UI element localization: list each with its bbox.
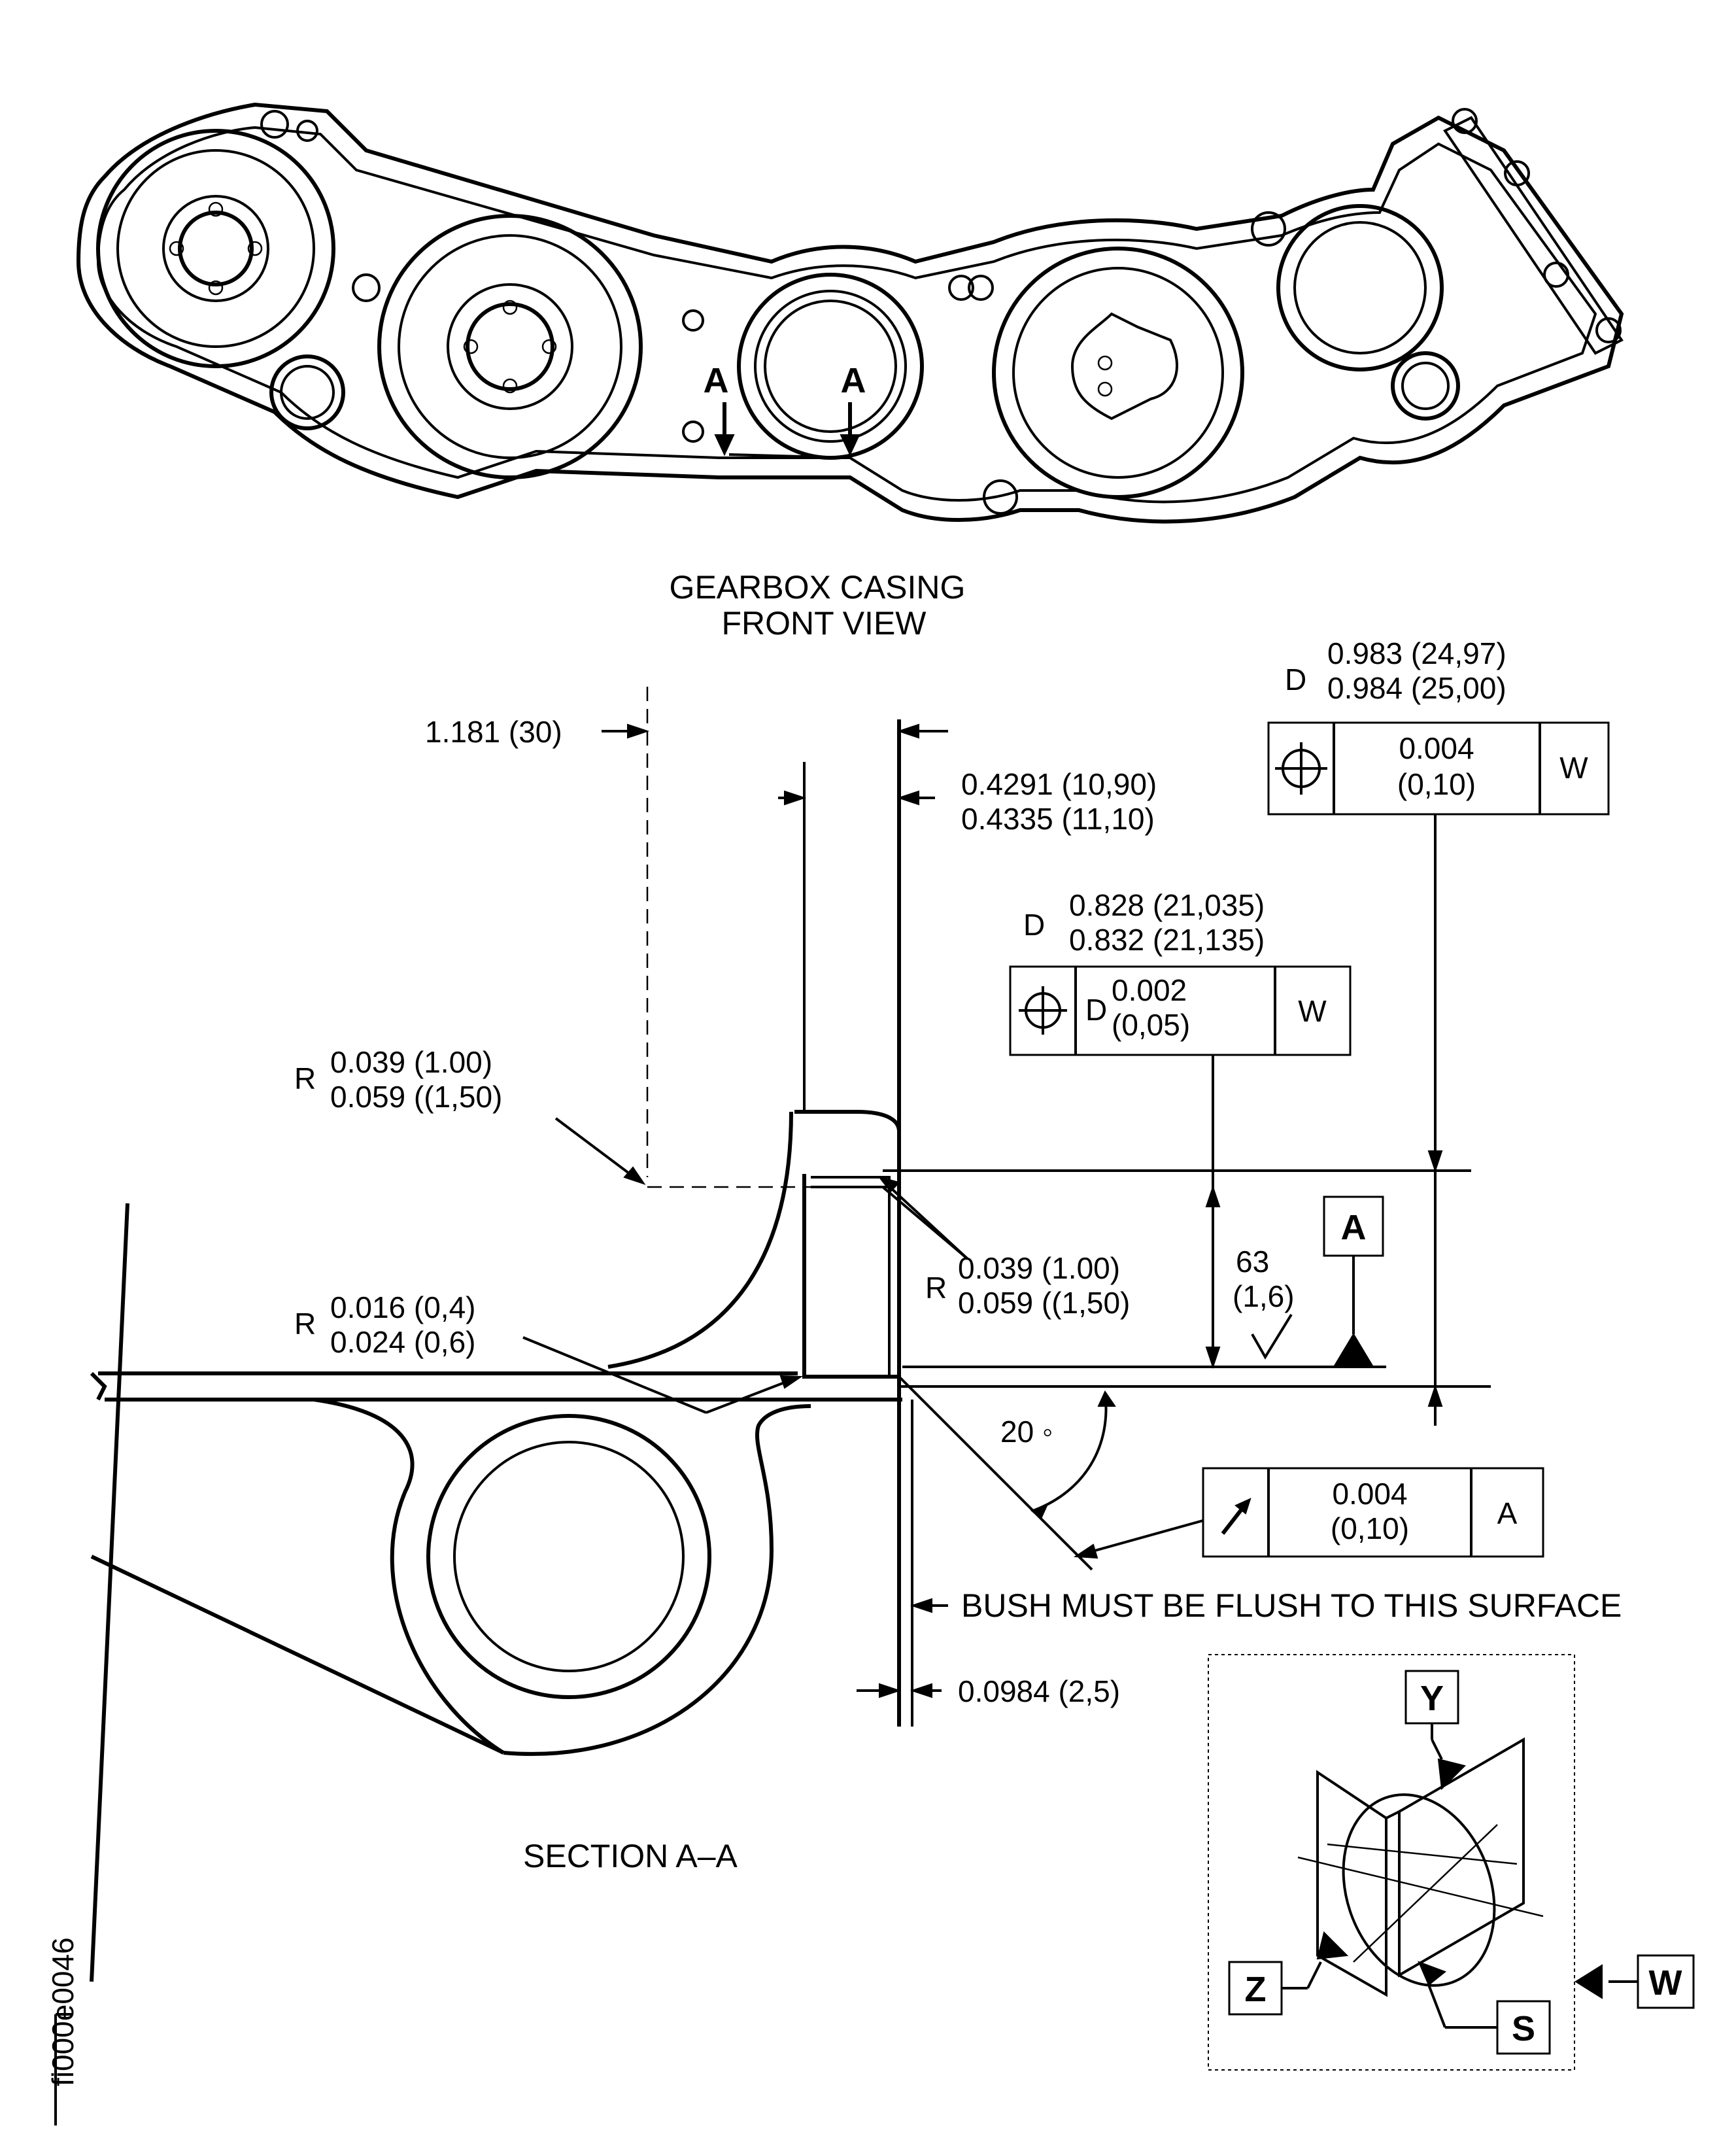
svg-text:1.181 (30): 1.181 (30) [425,715,562,749]
svg-text:0.4291 (10,90): 0.4291 (10,90) [961,767,1157,801]
section-title: SECTION A–A [523,1838,738,1874]
dimension-recess: 0.0984 (2,5) [857,1674,1120,1708]
svg-text:fi000e0046: fi000e0046 [46,1937,80,2086]
svg-text:0.059 ((1,50): 0.059 ((1,50) [330,1080,502,1114]
radius-callout-1: R 0.039 (1.00) 0.059 ((1,50) [294,1045,646,1185]
section-marker-left: A [704,361,735,456]
fcf-runout: 0.004 (0,10) A [1073,1467,1544,1559]
svg-text:W: W [1298,994,1327,1028]
dimension-bush-length: 0.4291 (10,90) 0.4335 (11,10) [778,767,1157,836]
outer-bore-callout: D 0.983 (24,97) 0.984 (25,00) [1285,636,1506,705]
svg-text:0.002: 0.002 [1112,973,1187,1007]
svg-text:0.984 (25,00): 0.984 (25,00) [1327,671,1506,705]
figure-id: fi000e0046 [46,1937,80,2125]
svg-text:A: A [1497,1496,1518,1530]
svg-text:D: D [1285,663,1306,697]
svg-text:0.016 (0,4): 0.016 (0,4) [330,1290,475,1324]
svg-text:S: S [1512,2009,1535,2048]
svg-text:(1,6): (1,6) [1233,1279,1295,1313]
svg-text:(0,10): (0,10) [1331,1511,1409,1545]
roughness-check-icon [1251,1313,1293,1360]
front-view-title: GEARBOX CASING FRONT VIEW [670,569,966,642]
svg-text:D: D [1085,993,1107,1027]
svg-text:(0,10): (0,10) [1397,767,1476,801]
angle-label: 20 ◦ [1000,1415,1053,1449]
inner-bore-callout: D 0.828 (21,035) 0.832 (21,135) [1023,888,1265,957]
svg-text:FRONT VIEW: FRONT VIEW [722,605,927,642]
svg-text:0.004: 0.004 [1332,1477,1407,1511]
surface-roughness: 63 (1,6) [1233,1245,1295,1360]
svg-text:R: R [294,1061,316,1095]
svg-text:0.0984 (2,5): 0.0984 (2,5) [958,1674,1120,1708]
datum-reference-diagram: Y Z S W [1208,1654,1695,2071]
datum-a-feature: A [1323,1196,1384,1368]
gearbox-front-view: A A [76,102,1624,524]
svg-text:A: A [841,361,866,400]
svg-text:D: D [1023,908,1045,942]
svg-text:(0,05): (0,05) [1112,1008,1190,1042]
section-a-a-view [90,687,1491,1982]
flush-note: BUSH MUST BE FLUSH TO THIS SURFACE [910,1587,1622,1624]
svg-text:A: A [1341,1208,1367,1247]
svg-text:0.039 (1.00): 0.039 (1.00) [958,1251,1120,1285]
svg-text:0.039 (1.00): 0.039 (1.00) [330,1045,492,1079]
svg-text:A: A [704,361,729,400]
svg-text:0.004: 0.004 [1399,731,1474,765]
svg-text:0.059 ((1,50): 0.059 ((1,50) [958,1286,1130,1320]
casing-outline [76,102,1624,524]
fcf-position-inner: D 0.002 (0,05) W [1009,965,1352,1369]
radius-callout-3: R 0.016 (0,4) 0.024 (0,6) [294,1290,804,1414]
svg-text:0.832 (21,135): 0.832 (21,135) [1069,923,1265,957]
svg-text:W: W [1559,751,1588,785]
svg-text:0.828 (21,035): 0.828 (21,035) [1069,888,1265,922]
svg-text:BUSH MUST BE FLUSH TO THIS SU: BUSH MUST BE FLUSH TO THIS SURFACE [961,1587,1622,1624]
svg-text:63: 63 [1236,1245,1269,1279]
svg-text:R: R [294,1307,316,1341]
dimension-width: 1.181 (30) [425,715,948,749]
svg-text:GEARBOX CASING: GEARBOX CASING [670,569,966,606]
svg-text:0.4335 (11,10): 0.4335 (11,10) [961,802,1155,836]
svg-text:W: W [1649,1963,1682,2003]
svg-text:Y: Y [1420,1679,1444,1718]
svg-text:Z: Z [1245,1970,1267,2009]
svg-text:0.983 (24,97): 0.983 (24,97) [1327,636,1506,670]
section-marker-right: A [840,361,866,456]
radius-callout-2: R 0.039 (1.00) 0.059 ((1,50) [877,1176,1130,1320]
fcf-position-outer: 0.004 (0,10) W [1267,721,1610,1426]
svg-text:0.024 (0,6): 0.024 (0,6) [330,1325,475,1359]
svg-text:R: R [925,1271,947,1305]
